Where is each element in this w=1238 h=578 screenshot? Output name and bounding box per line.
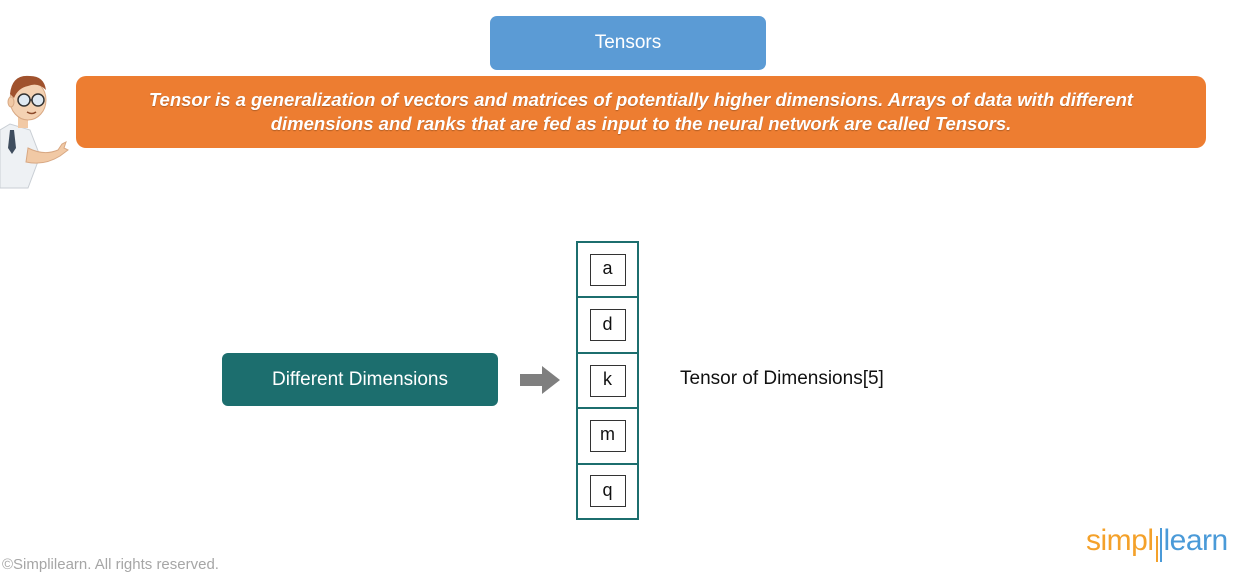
tensor-cell: d	[578, 298, 637, 354]
tensor-cell-value: q	[589, 475, 626, 508]
tensor-cell-value: k	[589, 364, 626, 397]
tensor-column: a d k m q	[576, 241, 639, 520]
tensor-cell-value: d	[589, 309, 626, 342]
tensor-cell: m	[578, 409, 637, 465]
tensor-cell: a	[578, 243, 637, 299]
copyright-notice: ©Simplilearn. All rights reserved.	[2, 556, 219, 573]
tensor-cell-value: m	[589, 419, 626, 452]
tensor-cell: q	[578, 465, 637, 518]
right-arrow-icon	[520, 366, 560, 394]
slide-title: Tensors	[490, 16, 766, 70]
tensor-cell-value: a	[589, 253, 626, 286]
logo-text-learn: learn	[1163, 524, 1229, 557]
tensor-dimensions-label: Tensor of Dimensions[5]	[680, 368, 884, 389]
tensor-cell: k	[578, 354, 637, 410]
definition-banner: Tensor is a generalization of vectors an…	[76, 76, 1206, 148]
presenter-illustration	[0, 75, 69, 189]
different-dimensions-box: Different Dimensions	[222, 353, 498, 406]
logo-bars-icon	[1155, 524, 1163, 562]
simplilearn-logo: simpl learn	[1086, 518, 1229, 562]
logo-text-simpl: simpl	[1086, 524, 1154, 557]
definition-text: Tensor is a generalization of vectors an…	[148, 89, 1134, 134]
